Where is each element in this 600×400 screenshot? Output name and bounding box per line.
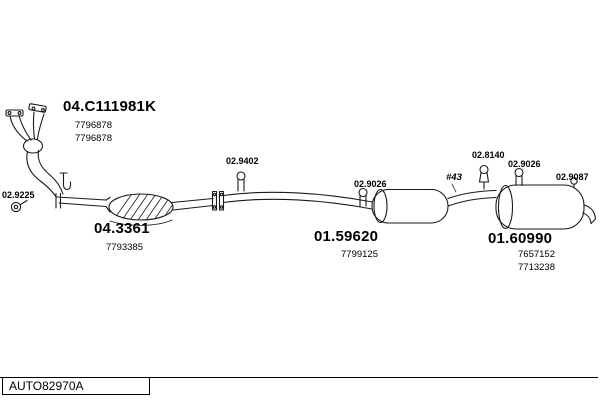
part-code-manifold: 04.C111981K xyxy=(63,98,157,115)
mid-pipe-drawing xyxy=(222,191,373,210)
part-code-front-clamp: 02.9402 xyxy=(226,156,259,166)
part-code-catalyst: 04.3361 xyxy=(94,220,150,237)
manifold-drawing xyxy=(5,103,64,198)
front-pipe-drawing xyxy=(55,192,107,209)
part-code-rear-hanger: 02.8140 xyxy=(472,150,505,160)
note-43-label: #43 xyxy=(446,172,462,183)
front-hanger-icon xyxy=(10,199,28,213)
diagram-code: AUTO82970A xyxy=(9,379,84,393)
tail-clamp-icon xyxy=(570,177,578,189)
part-ref-manifold-1: 7796878 xyxy=(75,120,112,131)
part-ref-rear-muffler-1: 7657152 xyxy=(518,249,555,260)
part-ref-rear-muffler-2: 7713238 xyxy=(518,262,555,273)
mid-muffler-drawing xyxy=(371,188,497,224)
hook-icon xyxy=(59,172,72,191)
rear-hanger-icon xyxy=(478,164,490,190)
part-code-rear-clamp: 02.9026 xyxy=(508,159,541,169)
pipe-flange-drawing xyxy=(211,190,225,211)
part-ref-manifold-2: 7796878 xyxy=(75,133,112,144)
part-code-mid-muffler: 01.59620 xyxy=(314,228,379,245)
part-ref-catalyst: 7793385 xyxy=(106,242,143,253)
diagram-code-box: AUTO82970A xyxy=(2,377,150,395)
part-code-tail-clamp: 02.9087 xyxy=(556,172,589,182)
part-code-mid-clamp: 02.9026 xyxy=(354,179,387,189)
rear-muffler-drawing xyxy=(495,184,597,230)
part-ref-mid-muffler: 7799125 xyxy=(341,249,378,260)
part-code-front-hanger: 02.9225 xyxy=(2,190,35,200)
rear-clamp-icon xyxy=(514,167,524,187)
part-code-rear-muffler: 01.60990 xyxy=(488,230,553,247)
footer-divider xyxy=(0,377,598,378)
mid-clamp-icon xyxy=(358,187,368,207)
note-leader-line xyxy=(451,183,457,193)
front-clamp-icon xyxy=(236,171,246,192)
